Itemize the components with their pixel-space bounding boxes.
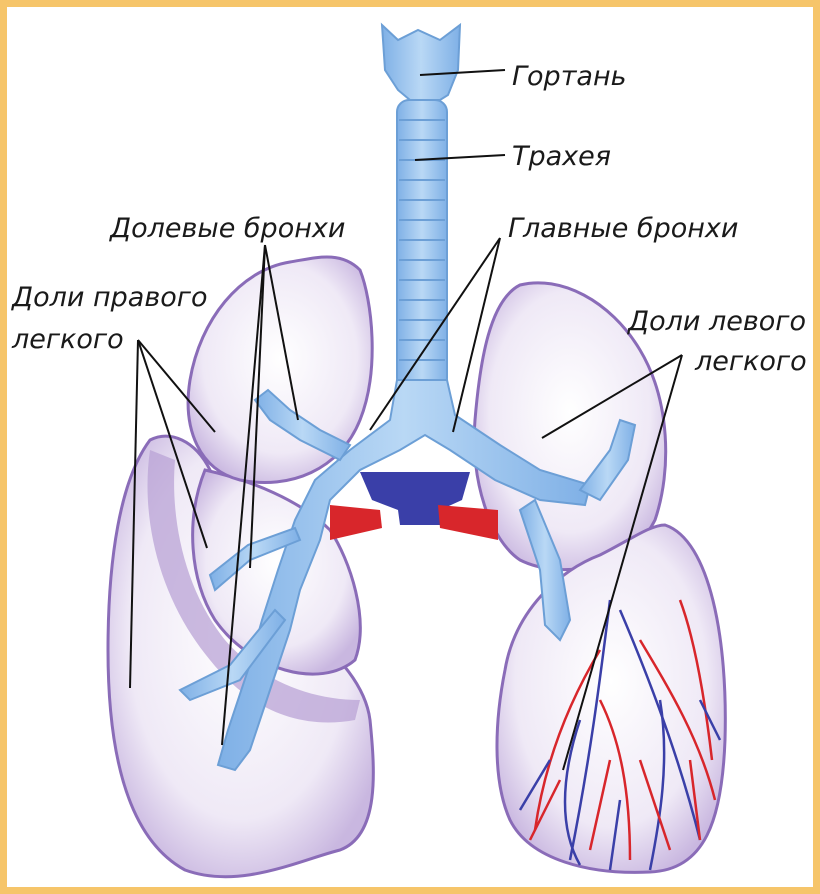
label-left-lobes-line1: Доли левого xyxy=(627,306,806,337)
pulmonary-artery-right xyxy=(330,505,382,540)
left-lung-lower-lobe xyxy=(497,525,725,872)
label-right-lobes-line1: Доли правого xyxy=(11,282,207,313)
label-trachea: Трахея xyxy=(512,141,611,172)
label-main-bronchi: Главные бронхи xyxy=(508,213,738,244)
label-lobar-bronchi: Долевые бронхи xyxy=(109,213,345,244)
label-larynx: Гортань xyxy=(512,61,627,92)
label-left-lobes-line2: легкого xyxy=(694,346,807,377)
larynx-shape xyxy=(382,25,460,100)
left-lung xyxy=(474,283,725,873)
pulmonary-vessels xyxy=(330,472,498,540)
label-right-lobes-line2: легкого xyxy=(11,324,124,355)
pulmonary-artery-left xyxy=(438,505,498,540)
trachea-shape xyxy=(397,100,447,390)
